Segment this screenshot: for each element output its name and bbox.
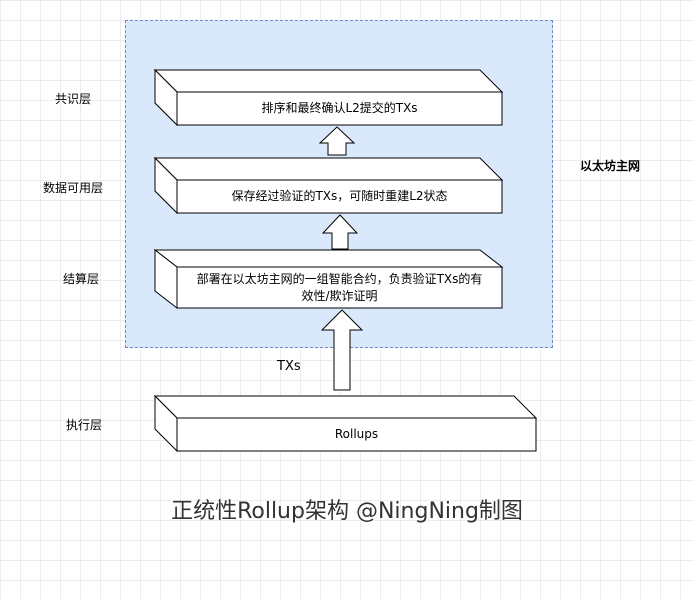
arrow-up-1 [318,126,356,156]
consensus-box [153,68,504,127]
settlement-text-line2: 效性/欺诈证明 [301,288,378,303]
layer-label-execution: 执行层 [66,418,103,432]
footer-title: 正统性Rollup架构 @NingNing制图 [171,499,523,524]
settlement-box [153,248,504,310]
data-box-text: 保存经过验证的TXs，可随时重建L2状态 [231,189,448,203]
tx-arrow [320,309,364,391]
consensus-box-text: 排序和最终确认L2提交的TXs [261,101,418,115]
layer-label-data-availability: 数据可用层 [43,181,104,195]
settlement-box-text: 部署在以太坊主网的一组智能合约，负责验证TXs的有 效性/欺诈证明 [177,267,502,308]
arrow-up-2 [321,214,359,250]
layer-label-consensus: 共识层 [55,92,92,106]
layer-label-settlement: 结算层 [63,272,100,286]
ethereum-mainnet-label: 以太坊主网 [580,159,641,173]
settlement-text-line1: 部署在以太坊主网的一组智能合约，负责验证TXs的有 [196,271,483,286]
tx-arrow-label: TXs [277,359,301,374]
execution-box-text: Rollups [334,427,379,441]
data-availability-box [153,156,504,215]
execution-box [153,394,538,453]
